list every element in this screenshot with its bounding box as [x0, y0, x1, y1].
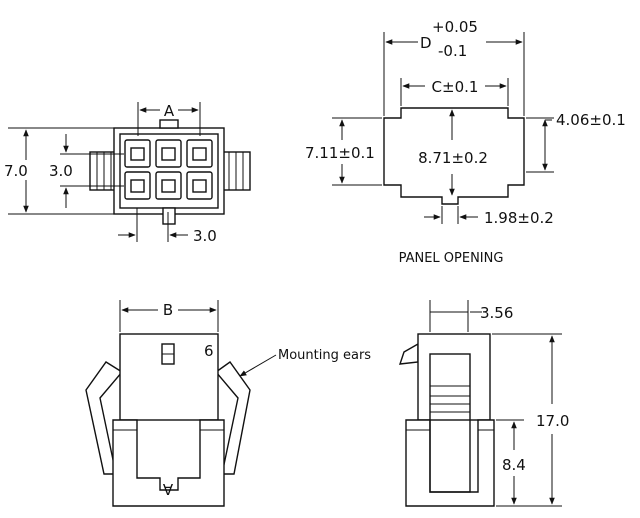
pin-cavities — [124, 139, 213, 200]
polarization-key — [162, 207, 176, 225]
dim-step-label: 4.06±0.1 — [556, 111, 626, 129]
dim-notch-label: 1.98±0.2 — [484, 209, 554, 227]
dim-width-label: 3.56 — [480, 304, 513, 322]
front-view: A 7.0 3.0 3.0 — [4, 102, 251, 245]
dim-lower-height-label: 8.4 — [502, 456, 526, 474]
dim-d-tol-plus: +0.05 — [432, 18, 478, 36]
side-latch — [398, 342, 419, 365]
dim-col-pitch-label: 3.0 — [193, 227, 217, 245]
mounting-ears-callout: Mounting ears — [278, 348, 371, 363]
dim-d-letter: D — [420, 34, 432, 52]
housing-body — [119, 333, 219, 421]
front-housing — [113, 127, 225, 215]
pin-count-label: 6 — [204, 342, 214, 360]
side-housing-body — [417, 333, 491, 421]
side-housing-base — [405, 419, 495, 507]
polarity-marker: A — [162, 480, 173, 498]
dim-b-label: B — [163, 301, 173, 319]
bottom-view: 6 A B Mounting ears — [85, 300, 371, 507]
left-mounting-ear — [85, 361, 124, 475]
dim-height-label: 7.0 — [4, 162, 28, 180]
housing-base — [112, 419, 225, 507]
dim-inner-height-label: 8.71±0.2 — [418, 149, 488, 167]
panel-opening-view: D +0.05 -0.1 C±0.1 4.06±0.1 7.11±0.1 8.7… — [305, 18, 626, 266]
dim-d-tol-minus: -0.1 — [438, 42, 467, 60]
panel-opening-caption: PANEL OPENING — [399, 251, 504, 266]
dim-c-label: C±0.1 — [432, 78, 479, 96]
panel-cutout-outline — [383, 107, 525, 205]
side-latch-window — [429, 353, 471, 493]
dim-total-height-label: 17.0 — [536, 412, 569, 430]
dim-outer-height-label: 7.11±0.1 — [305, 144, 375, 162]
dim-a-label: A — [164, 102, 175, 120]
side-view: 3.56 17.0 8.4 — [398, 300, 569, 507]
right-mounting-ear — [214, 361, 251, 475]
dim-row-pitch-label: 3.0 — [49, 162, 73, 180]
